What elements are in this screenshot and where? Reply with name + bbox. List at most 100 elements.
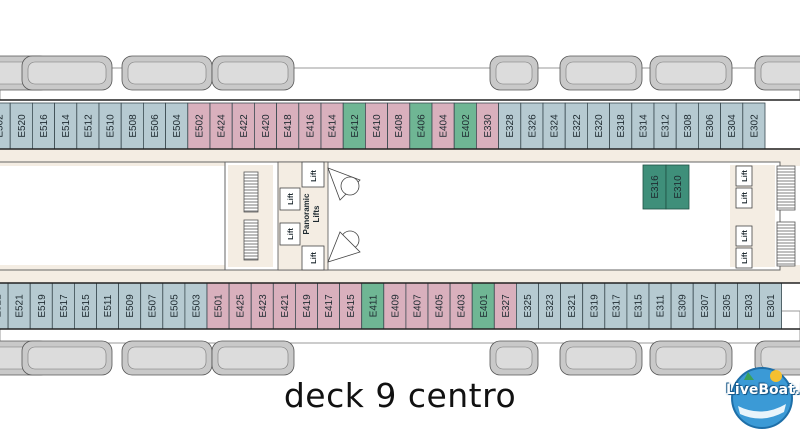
cabin-number: E412 bbox=[350, 114, 361, 138]
cabin-number: E425 bbox=[236, 294, 247, 318]
cabin-number: E503 bbox=[191, 294, 202, 318]
cabin-number: E521 bbox=[15, 294, 26, 318]
cabin-number: E508 bbox=[128, 114, 139, 138]
cabin-number: E405 bbox=[435, 294, 446, 318]
cabin-number: E321 bbox=[567, 294, 578, 318]
lift-label: Lift bbox=[309, 170, 318, 182]
cabin-number: E502 bbox=[194, 114, 205, 138]
logo-text: LiveBoat.it bbox=[726, 383, 800, 397]
cabin-number: E316 bbox=[650, 175, 661, 199]
lifeboat bbox=[489, 55, 539, 91]
lift-label: Lift bbox=[740, 230, 749, 242]
cabin-number: E515 bbox=[81, 294, 92, 318]
stairs bbox=[776, 165, 796, 211]
staircases bbox=[243, 165, 796, 267]
lifeboat bbox=[489, 340, 539, 376]
lift-label: Lift bbox=[740, 192, 749, 204]
lifeboat bbox=[21, 340, 113, 376]
cabin-number: E307 bbox=[700, 294, 711, 318]
cabin-number: E517 bbox=[59, 294, 70, 318]
cabin-number: E308 bbox=[683, 114, 694, 138]
cabin-number: E514 bbox=[61, 114, 72, 138]
cabin-number: E407 bbox=[412, 294, 423, 318]
cabin-number: E319 bbox=[589, 294, 600, 318]
cabin-number: E406 bbox=[416, 114, 427, 138]
cabin-number: E520 bbox=[17, 114, 28, 138]
cabin-number: E303 bbox=[744, 294, 755, 318]
cabin-number: E422 bbox=[239, 114, 250, 138]
cabin-number: E404 bbox=[439, 114, 450, 138]
lift-label: Lift bbox=[740, 170, 749, 182]
cabin-number: E325 bbox=[523, 294, 534, 318]
cabin-number: E423 bbox=[258, 294, 269, 318]
suite-cabin bbox=[665, 164, 690, 210]
stairs bbox=[243, 171, 259, 213]
lift-lobby: Lift Lift Lift Lift Panoramic Lifts bbox=[277, 161, 361, 271]
lifeboat bbox=[754, 55, 800, 91]
lifeboat bbox=[559, 55, 643, 91]
cabin-number: E318 bbox=[616, 114, 627, 138]
cabin-number: E506 bbox=[150, 114, 161, 138]
liveboat-logo bbox=[731, 367, 793, 429]
cabin-number: E408 bbox=[394, 114, 405, 138]
lifeboat bbox=[559, 340, 643, 376]
lifeboats bbox=[0, 55, 800, 376]
cabin-number: E511 bbox=[103, 294, 114, 317]
cabin-number: E306 bbox=[705, 114, 716, 138]
cabin-number: E327 bbox=[501, 294, 512, 318]
cabin-number: E505 bbox=[169, 294, 180, 318]
cabin-number: E401 bbox=[479, 294, 490, 318]
cabin-number: E521 bbox=[0, 294, 4, 318]
cabin-number: E312 bbox=[661, 114, 672, 138]
cabin-number: E417 bbox=[324, 294, 335, 318]
cabin-number: E502 bbox=[0, 114, 6, 138]
cabin-number: E414 bbox=[328, 114, 339, 138]
cabin-number: E323 bbox=[545, 294, 556, 318]
stairs bbox=[776, 221, 796, 267]
cabin-number: E310 bbox=[673, 175, 684, 199]
cabin-number: E403 bbox=[457, 294, 468, 318]
cabin-number: E421 bbox=[280, 294, 291, 318]
lift-lobby-aft: Lift Lift Lift Lift bbox=[735, 165, 753, 269]
cabin-number: E330 bbox=[483, 114, 494, 138]
cabin-number: E418 bbox=[283, 114, 294, 138]
cabin-number: E410 bbox=[372, 114, 383, 138]
lift-label: Lift bbox=[286, 193, 295, 205]
cabin-number: E509 bbox=[125, 294, 136, 318]
panoramic-lifts-label: Panoramic bbox=[302, 193, 311, 234]
lifeboat bbox=[211, 55, 295, 91]
cabin-number: E320 bbox=[594, 114, 605, 138]
cabin-number: E326 bbox=[527, 114, 538, 138]
cabin-number: E409 bbox=[390, 294, 401, 318]
lifeboat bbox=[754, 340, 800, 376]
lifeboat bbox=[649, 340, 733, 376]
cabin-number: E504 bbox=[172, 114, 183, 138]
cabin-number: E315 bbox=[633, 294, 644, 318]
cabin-number: E301 bbox=[766, 294, 777, 318]
cabin-number: E411 bbox=[368, 294, 379, 317]
cabin-number: E507 bbox=[147, 294, 158, 318]
logo-text-word: LiveBoat.it bbox=[726, 382, 800, 398]
cabin-number: E314 bbox=[638, 114, 649, 138]
cabin-number: E416 bbox=[305, 114, 316, 138]
cabin-number: E302 bbox=[749, 114, 760, 138]
cabin-number: E424 bbox=[217, 114, 228, 138]
lifeboat bbox=[121, 340, 213, 376]
cabin-number: E328 bbox=[505, 114, 516, 138]
cabin-number: E512 bbox=[83, 114, 94, 138]
lift-label: Lift bbox=[740, 252, 749, 264]
cabin-number: E324 bbox=[550, 114, 561, 138]
lift-label: Lift bbox=[286, 228, 295, 240]
panoramic-lifts-label: Lifts bbox=[312, 205, 321, 222]
deck-caption: deck 9 centro bbox=[283, 376, 517, 415]
lifeboat bbox=[211, 340, 295, 376]
cabin-number: E501 bbox=[214, 294, 225, 318]
cabin-number: E415 bbox=[346, 294, 357, 318]
lifeboat bbox=[21, 55, 113, 91]
stairs bbox=[243, 219, 259, 261]
suite-block: E316 E310 bbox=[642, 164, 690, 210]
cabin-number: E420 bbox=[261, 114, 272, 138]
